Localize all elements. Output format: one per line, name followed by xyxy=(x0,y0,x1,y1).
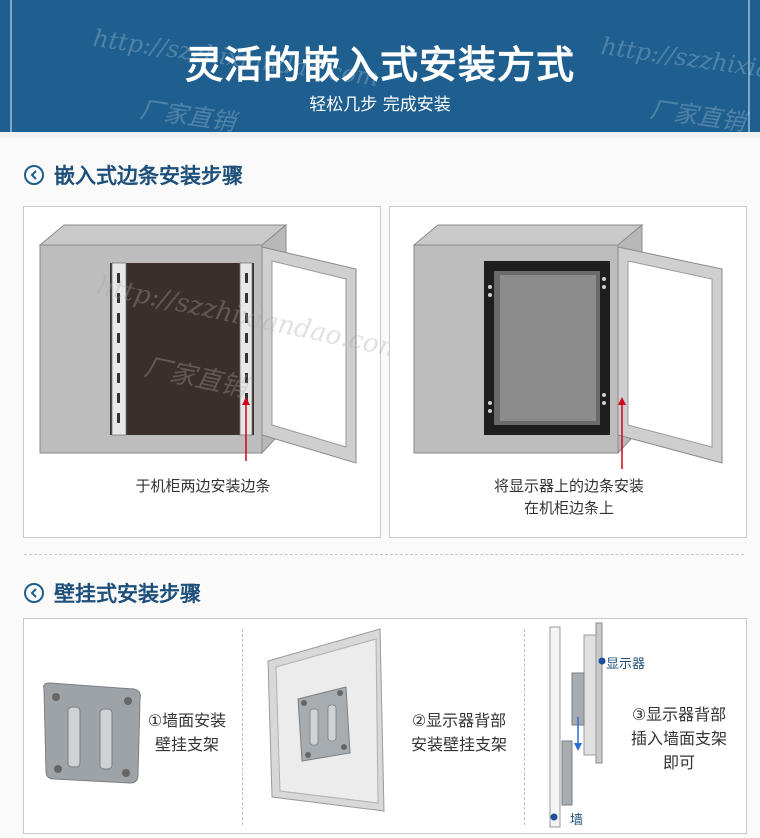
monitor-label-text: 显示器 xyxy=(606,657,646,672)
banner-title: 灵活的嵌入式安装方式 xyxy=(184,43,575,87)
wall-bracket-illustration xyxy=(43,682,141,784)
chevron-left-circle-icon xyxy=(24,583,44,603)
wallmount-steps-panel: ①墙面安装 壁挂支架 ②显示器背部 安装壁挂支架 xyxy=(23,618,747,834)
wall-step3-line2: 插入墙面支架 xyxy=(630,729,727,748)
label-wall: 墙 xyxy=(570,809,583,828)
section-embedded-heading: 嵌入式边条安装步骤 xyxy=(24,160,243,190)
wall-step2-line2: 安装壁挂支架 xyxy=(410,735,507,754)
embedded-step2-caption-line1: 将显示器上的边条安装 xyxy=(493,477,644,495)
embedded-step1-caption: 于机柜两边安装边条 xyxy=(135,477,271,495)
section-embedded-title: 嵌入式边条安装步骤 xyxy=(54,164,243,188)
cabinet-side-rails-illustration xyxy=(38,223,357,464)
embedded-step2-panel: 将显示器上的边条安装 在机柜边条上 xyxy=(389,206,747,538)
wall-step3-line1: ③显示器背部 xyxy=(631,705,727,724)
section-divider xyxy=(24,554,744,555)
wall-step3-line3: 即可 xyxy=(662,753,695,772)
embedded-step1-panel: http://szzhixiandao.com 厂家直销 于机柜两边安装边条 xyxy=(23,206,406,538)
monitor-back-bracket-illustration xyxy=(267,628,385,812)
wall-side-view-illustration xyxy=(549,622,606,828)
wall-label-text: 墙 xyxy=(570,813,584,828)
step-divider xyxy=(524,629,525,825)
step-divider xyxy=(242,629,243,825)
wall-step2-line1: ②显示器背部 xyxy=(411,711,507,730)
label-monitor: 显示器 xyxy=(606,653,645,672)
banner-frame xyxy=(10,0,750,132)
section-wallmount-title: 壁挂式安装步骤 xyxy=(54,582,201,606)
embedded-step2-caption-line2: 在机柜边条上 xyxy=(523,499,614,517)
banner-underline xyxy=(0,132,760,138)
cabinet-monitor-illustration xyxy=(412,223,723,469)
section-wallmount-heading: 壁挂式安装步骤 xyxy=(24,578,201,608)
chevron-left-circle-icon xyxy=(24,165,44,185)
header-banner: http://szzhixiandao.com http://szzhixian… xyxy=(0,0,760,132)
banner-subtitle: 轻松几步 完成安装 xyxy=(309,95,451,115)
wall-step1-line2: 壁挂支架 xyxy=(154,735,219,754)
wall-step1-line1: ①墙面安装 xyxy=(147,711,227,730)
